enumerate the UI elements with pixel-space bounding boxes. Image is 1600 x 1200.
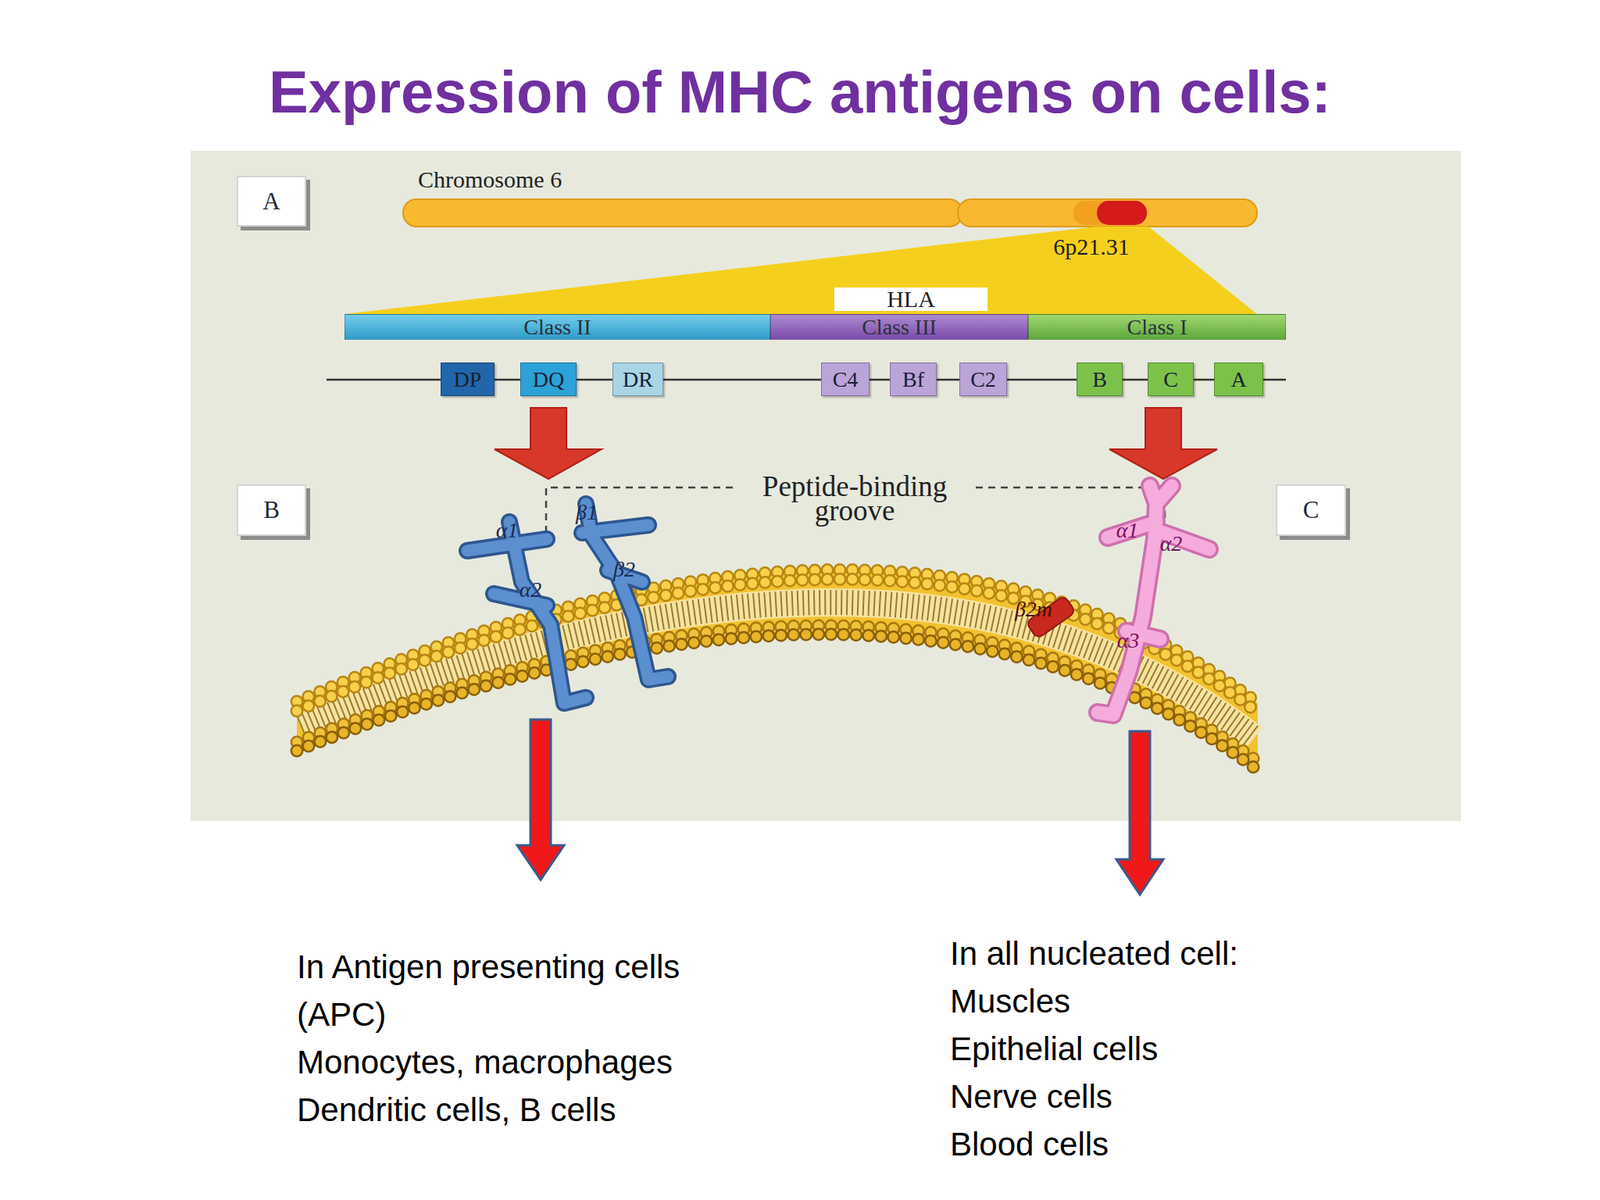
box-text: HLA bbox=[886, 285, 936, 313]
membrane-band bbox=[296, 569, 1258, 770]
gene-box: DP bbox=[440, 362, 495, 397]
box-text: A bbox=[1230, 367, 1247, 393]
box-text: C2 bbox=[970, 367, 997, 393]
box-text: DR bbox=[622, 367, 654, 393]
cell-type-text: In Antigen presenting cells (APC) bbox=[296, 942, 735, 1039]
box-text: DP bbox=[453, 367, 483, 393]
domain-label: α1 bbox=[475, 517, 539, 544]
cell-type-text: Nerve cells bbox=[950, 1072, 1497, 1121]
cell-type-text: Monocytes, macrophages bbox=[296, 1038, 844, 1086]
class-band: Class II bbox=[344, 314, 771, 340]
cell-type-text: Muscles bbox=[950, 977, 1497, 1025]
cell-type-text: Blood cells bbox=[950, 1120, 1497, 1168]
beta-chain bbox=[582, 503, 668, 680]
box-text: DQ bbox=[532, 367, 565, 393]
alpha-chain bbox=[1097, 485, 1210, 715]
domain-label: β2m bbox=[994, 596, 1073, 623]
panel-tag: C bbox=[1275, 484, 1347, 536]
gene-box: C4 bbox=[821, 362, 870, 397]
beta-chain bbox=[582, 503, 668, 680]
pointer-arrow bbox=[1116, 731, 1164, 895]
box-text: A bbox=[262, 187, 280, 216]
mhc-class-i-molecule bbox=[1097, 485, 1210, 715]
class-band: Class I bbox=[1028, 314, 1286, 340]
expression-arrow bbox=[494, 407, 602, 479]
alpha-chain bbox=[467, 521, 586, 704]
cell-type-text: Epithelial cells bbox=[950, 1025, 1497, 1073]
box-text: C bbox=[1163, 367, 1179, 393]
domain-label: α3 bbox=[1096, 627, 1160, 654]
chromosome-arm bbox=[403, 199, 963, 227]
pointer-arrow bbox=[517, 719, 565, 880]
gene-box: DR bbox=[612, 362, 664, 397]
slide-title: Expression of MHC antigens on cells: bbox=[0, 57, 1600, 127]
gene-box: C bbox=[1147, 362, 1194, 397]
domain-label: β1 bbox=[555, 499, 618, 526]
alpha-chain bbox=[1097, 485, 1210, 715]
domain-label: α2 bbox=[499, 576, 562, 604]
expression-arrow bbox=[1109, 407, 1218, 479]
box-text: Class III bbox=[861, 314, 937, 340]
box-text: C4 bbox=[832, 367, 859, 393]
box-text: B bbox=[1092, 367, 1108, 393]
box-text: Class II bbox=[523, 314, 591, 340]
region-label-box: HLA bbox=[834, 287, 988, 311]
locus-label: 6p21.31 bbox=[1013, 232, 1170, 261]
chromosome-label: Chromosome 6 bbox=[417, 165, 668, 194]
box-text: B bbox=[263, 496, 280, 525]
domain-label: α2 bbox=[1139, 530, 1203, 558]
box-text: C bbox=[1303, 496, 1320, 525]
alpha-chain bbox=[467, 521, 586, 704]
chromosome-arm bbox=[957, 199, 1258, 227]
box-text: Bf bbox=[902, 367, 925, 393]
panel-tag: A bbox=[236, 175, 307, 227]
box-text: Class I bbox=[1127, 314, 1188, 340]
panel-tag: B bbox=[236, 484, 307, 536]
class-band: Class III bbox=[770, 314, 1029, 340]
cell-type-text: In all nucleated cell: bbox=[950, 929, 1497, 978]
figure-panel bbox=[190, 150, 1461, 822]
gene-box: C2 bbox=[959, 362, 1008, 397]
mhc-class-ii-molecule bbox=[467, 503, 668, 704]
gene-box: DQ bbox=[520, 362, 577, 397]
chromosome-band bbox=[1096, 200, 1147, 225]
cell-type-text: Dendritic cells, B cells bbox=[296, 1085, 844, 1134]
gene-box: B bbox=[1076, 362, 1123, 397]
gene-box: Bf bbox=[889, 362, 937, 397]
zoom-triangle bbox=[344, 226, 1258, 315]
domain-label: β2 bbox=[592, 556, 656, 583]
gene-box: A bbox=[1214, 362, 1264, 397]
groove-label: Peptide-binding groove bbox=[737, 474, 972, 523]
domain-label: α1 bbox=[1096, 517, 1159, 544]
